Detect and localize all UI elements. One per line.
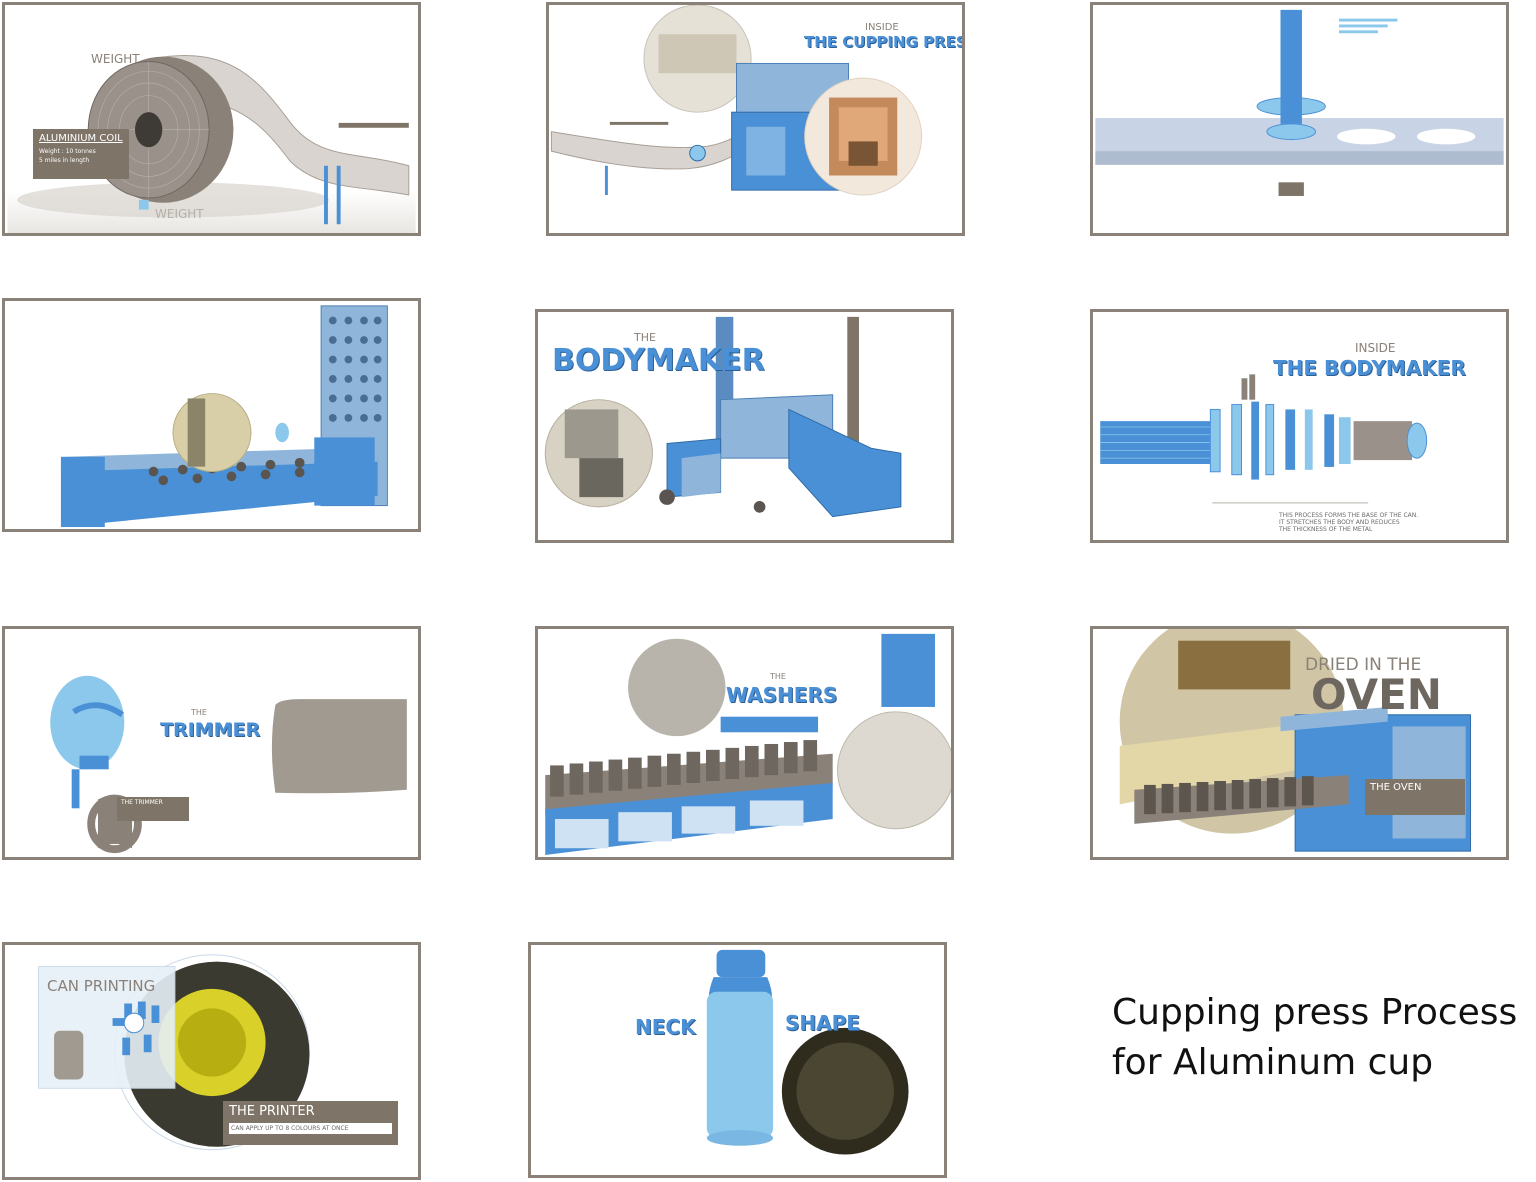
printer-label: THE PRINTER	[229, 1104, 315, 1119]
trimmer-title: TRIMMER	[160, 719, 261, 741]
inside-bodymaker-kicker: INSIDE	[1355, 341, 1396, 355]
panel-bodymaker: THE BODYMAKER	[535, 309, 954, 543]
coil-length-value: 5 miles in length	[39, 157, 90, 164]
caption-line-1: Cupping press Process	[1112, 992, 1518, 1033]
bodymaker-title: BODYMAKER	[552, 343, 765, 378]
inside-bodymaker-desc-2: IT STRETCHES THE BODY AND REDUCES	[1279, 519, 1400, 526]
panel-oven: DRIED IN THE OVEN THE OVEN	[1090, 626, 1509, 860]
punch-illustration	[1095, 9, 1504, 196]
panel-washers: THE WASHERS	[535, 626, 954, 860]
oven-illustration	[1119, 629, 1471, 852]
trimmer-label: THE TRIMMER	[121, 799, 163, 806]
inside-bodymaker-title: THE BODYMAKER	[1273, 356, 1466, 380]
panel-aluminium-coil: WEIGHT ALUMINIUM COIL Weight : 10 tonnes…	[2, 2, 421, 236]
neck-shape-illustration	[706, 949, 909, 1155]
diagram-caption: Cupping press Process for Aluminum cup	[1112, 988, 1532, 1088]
trimmer-illustration	[50, 675, 407, 854]
printer-info-box: THE PRINTER CAN APPLY UP TO 8 COLOURS AT…	[223, 1101, 398, 1145]
coil-info-box: ALUMINIUM COIL Weight : 10 tonnes 5 mile…	[33, 129, 129, 179]
caption-line-2: for Aluminum cup	[1112, 1042, 1434, 1083]
panel-trimmer: THE TRIMMER THE TRIMMER	[2, 626, 421, 860]
washers-illustration	[545, 633, 951, 856]
panel-punch	[1090, 2, 1509, 236]
oven-info-box: THE OVEN	[1365, 779, 1465, 815]
shape-label: SHAPE	[785, 1011, 860, 1035]
coil-title: ALUMINIUM COIL	[39, 133, 123, 144]
cupping-press-kicker: INSIDE	[865, 22, 899, 33]
oven-title: OVEN	[1311, 670, 1442, 719]
washers-kicker: THE	[770, 672, 786, 681]
coil-illustration	[7, 54, 416, 233]
inside-bodymaker-illustration	[1100, 374, 1428, 504]
cupping-press-illustration	[550, 5, 923, 196]
panel-neck-shape: NECK SHAPE	[528, 942, 947, 1178]
bodymaker-illustration	[544, 316, 902, 518]
coil-weight-value: Weight : 10 tonnes	[39, 148, 96, 155]
printer-desc: CAN APPLY UP TO 8 COLOURS AT ONCE	[229, 1123, 392, 1134]
panel-cupping-press: INSIDE THE CUPPING PRESS	[546, 2, 965, 236]
coil-reflection-label: WEIGHT	[155, 207, 204, 221]
oven-label: THE OVEN	[1370, 782, 1422, 793]
can-printing-illustration	[37, 954, 310, 1151]
neck-label: NECK	[635, 1015, 696, 1039]
cup-conveyor-illustration	[60, 305, 388, 528]
cupping-press-title: THE CUPPING PRESS	[804, 33, 965, 51]
trimmer-kicker: THE	[191, 708, 207, 717]
panel-inside-bodymaker: INSIDE THE BODYMAKER THIS PROCESS FORMS …	[1090, 309, 1509, 543]
bodymaker-kicker: THE	[634, 331, 656, 344]
washers-title: WASHERS	[726, 683, 838, 707]
panel-cup-conveyor	[2, 298, 421, 532]
coil-weight-label: WEIGHT	[91, 52, 140, 66]
trimmer-info-box: THE TRIMMER	[117, 797, 189, 821]
oven-kicker: DRIED IN THE	[1305, 655, 1422, 675]
inside-bodymaker-desc-1: THIS PROCESS FORMS THE BASE OF THE CAN.	[1279, 512, 1419, 519]
panel-can-printing: CAN PRINTING THE PRINTER CAN APPLY UP TO…	[2, 942, 421, 1180]
can-printing-title: CAN PRINTING	[47, 977, 156, 995]
inside-bodymaker-desc-3: THE THICKNESS OF THE METAL	[1279, 526, 1373, 533]
